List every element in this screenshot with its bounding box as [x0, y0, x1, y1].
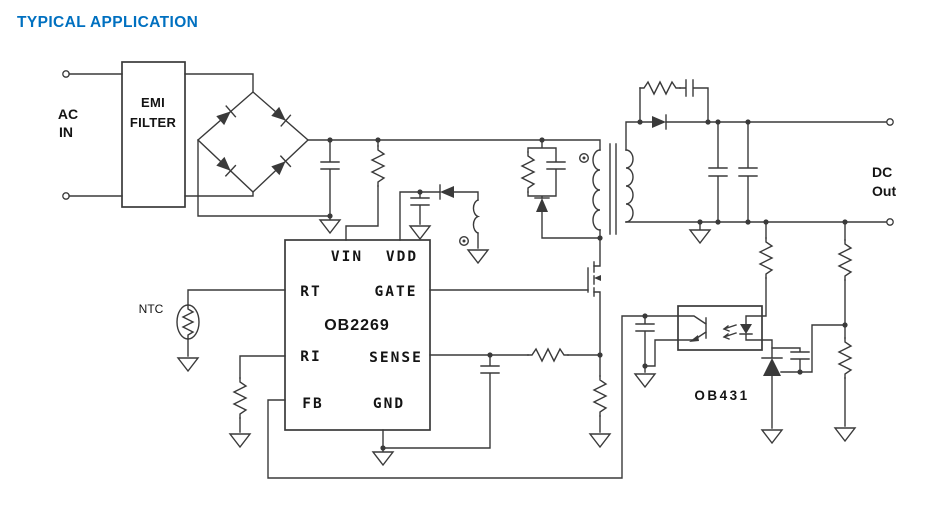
output-rectifier — [625, 79, 888, 151]
ground-symbol — [467, 249, 489, 264]
sense-network — [382, 348, 611, 449]
pin-rt: RT — [300, 284, 321, 300]
ground-symbol — [409, 225, 431, 240]
dc-output: DC Out — [872, 118, 896, 226]
resistor — [233, 377, 247, 419]
ob431-symbol — [763, 358, 781, 376]
optocoupler — [677, 305, 763, 351]
ri-network — [229, 355, 286, 448]
ac-input: AC IN — [58, 70, 123, 200]
ground-symbol — [689, 229, 711, 244]
ground-symbol — [319, 219, 341, 234]
aux-winding — [472, 199, 481, 234]
pin-vdd: VDD — [386, 249, 418, 265]
ground-symbol — [372, 451, 394, 466]
core — [609, 143, 617, 235]
transformer — [579, 143, 634, 235]
vdd-diode-icon — [439, 184, 455, 200]
junction-dots — [327, 119, 848, 451]
bridge-rectifier — [196, 91, 331, 217]
startup-resistor — [345, 139, 385, 241]
ac-terminal-bottom — [62, 192, 70, 200]
phase-dot-icon — [579, 152, 589, 164]
ic-ob2269: VIN VDD RT GATE OB2269 RI SENSE FB GND — [284, 239, 431, 431]
ground-symbol — [589, 433, 611, 448]
shunt-regulator-network: OB431 — [694, 221, 856, 444]
ground-symbol — [761, 429, 783, 444]
ntc-network: NTC — [139, 289, 286, 372]
emi-label-line1: EMI — [141, 95, 165, 110]
emi-filter: EMI FILTER — [121, 61, 254, 208]
pin-fb: FB — [302, 396, 323, 412]
resistor — [759, 237, 773, 279]
resistor — [639, 81, 681, 95]
resistor — [521, 151, 535, 193]
dc-label-line1: DC — [872, 164, 892, 180]
pin-vin: VIN — [331, 249, 363, 265]
ground-symbol — [229, 433, 251, 448]
output-filter — [625, 121, 888, 244]
pin-gnd: GND — [373, 396, 405, 412]
resistor — [838, 337, 852, 379]
fb-network — [267, 315, 679, 479]
pin-ri: RI — [300, 349, 321, 365]
resistor — [838, 239, 852, 281]
resistor — [371, 145, 385, 187]
resistor — [593, 375, 607, 417]
ob431-label: OB431 — [694, 388, 749, 403]
ground-symbol — [834, 427, 856, 442]
dc-terminal-top — [886, 118, 894, 126]
pin-sense: SENSE — [369, 350, 423, 366]
pin-gate: GATE — [375, 284, 418, 300]
page-title: TYPICAL APPLICATION — [17, 14, 198, 31]
ground-symbol — [634, 373, 656, 388]
mosfet — [587, 229, 601, 356]
phase-dot-icon — [459, 235, 469, 247]
dc-terminal-bottom — [886, 218, 894, 226]
ntc-label: NTC — [139, 302, 164, 316]
clamp-network — [521, 139, 601, 239]
dc-label-line2: Out — [872, 183, 896, 199]
bulk-capacitor — [307, 139, 601, 234]
clamp-diode-icon — [534, 197, 550, 213]
ntc-thermistor — [176, 304, 200, 340]
opto-bias-resistor — [759, 221, 773, 317]
ic-part-number: OB2269 — [324, 317, 390, 334]
secondary-winding — [625, 149, 634, 223]
ac-label-line2: IN — [59, 124, 73, 140]
ac-label-line1: AC — [58, 106, 78, 122]
output-diode-icon — [651, 114, 667, 130]
resistor — [527, 348, 569, 362]
ground-symbol — [177, 357, 199, 372]
led-light-arrows-icon — [722, 324, 737, 340]
ac-terminal-top — [62, 70, 70, 78]
emi-label-line2: FILTER — [130, 115, 177, 130]
primary-winding — [592, 149, 601, 231]
